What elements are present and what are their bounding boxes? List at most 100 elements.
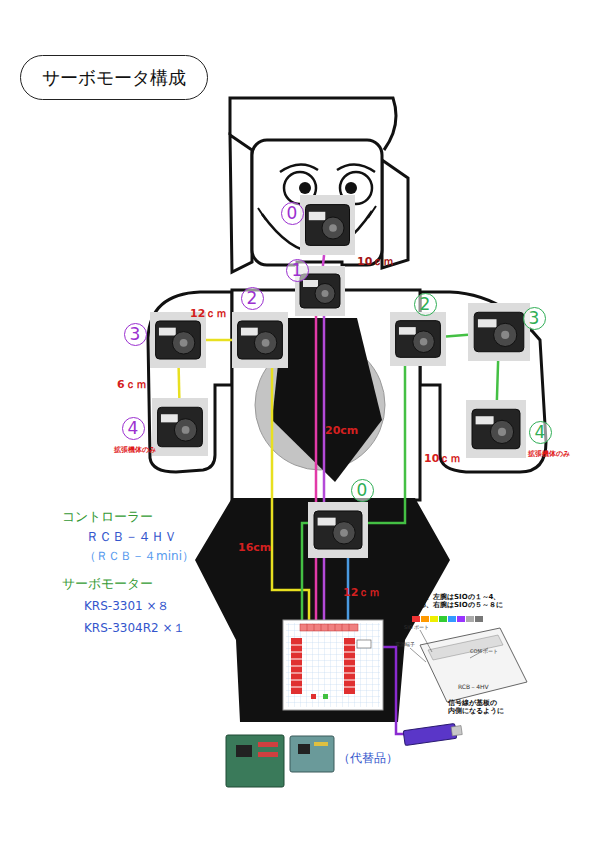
servo-graphic bbox=[390, 312, 446, 366]
board-photo bbox=[226, 735, 284, 787]
board-chip bbox=[236, 745, 252, 757]
page-title: サーボモータ構成 bbox=[20, 55, 208, 100]
board-sketch bbox=[420, 628, 527, 702]
horn-screw bbox=[180, 339, 188, 347]
servo-body bbox=[396, 321, 441, 358]
left-arm bbox=[148, 292, 232, 472]
servo-model: KRS-3301 ×８ bbox=[84, 599, 169, 613]
servo-horn bbox=[172, 332, 194, 354]
servo-body bbox=[314, 511, 362, 549]
servo-body bbox=[158, 407, 203, 446]
servo-body bbox=[306, 205, 350, 246]
servo-graphic bbox=[152, 398, 208, 456]
servo-sticker bbox=[161, 414, 178, 422]
note-text: 拡張機体のみ bbox=[528, 449, 570, 459]
servo-wire bbox=[177, 368, 180, 398]
note-text: （代替品） bbox=[338, 751, 398, 765]
part-name: 電源端子 bbox=[395, 641, 415, 647]
dimension-label: 20cm bbox=[325, 424, 358, 437]
board-pins bbox=[258, 742, 278, 747]
servo-horn bbox=[254, 332, 276, 354]
dimension-label: 12ｃｍ bbox=[343, 586, 380, 599]
right-ear bbox=[382, 160, 408, 268]
servo-horn bbox=[174, 419, 196, 441]
note-text: 拡張機体のみ bbox=[114, 445, 156, 455]
servo-graphic bbox=[468, 303, 530, 361]
wire-sample bbox=[421, 616, 429, 622]
pupil bbox=[345, 182, 357, 194]
horn-screw bbox=[329, 224, 337, 232]
horn-screw bbox=[340, 529, 348, 537]
servo-wire bbox=[497, 361, 498, 400]
servo-motor: 2 bbox=[390, 312, 446, 366]
callout-number: 3 bbox=[124, 323, 147, 346]
board-chip bbox=[298, 744, 310, 754]
servo-graphic bbox=[150, 312, 206, 368]
board-sketch-header bbox=[428, 635, 503, 660]
servo-sticker bbox=[478, 319, 497, 327]
wiring-note: 信号線が基板の 内側になるように bbox=[448, 699, 510, 716]
green-wire bbox=[302, 366, 405, 622]
led bbox=[311, 694, 316, 699]
dimension-label: 16cm bbox=[238, 541, 271, 554]
servo-model: KRS-3304R2 ×１ bbox=[84, 621, 185, 635]
photo-background bbox=[466, 400, 526, 458]
servo-wire bbox=[206, 339, 232, 342]
left-ear bbox=[230, 135, 252, 272]
purple-wire bbox=[323, 300, 326, 622]
servo-body bbox=[156, 321, 201, 359]
dimension-label: 12ｃｍ bbox=[190, 307, 227, 320]
pants bbox=[195, 498, 450, 722]
servo-motor: 1 bbox=[295, 266, 345, 316]
necktie bbox=[272, 318, 382, 482]
servo-wire bbox=[323, 255, 324, 266]
wiring-note: 頭部、左腕はSIOの１～4、 脚部、右腕はSIOの５～８に bbox=[412, 593, 508, 610]
servo-sticker bbox=[159, 328, 176, 336]
callout-number: 2 bbox=[414, 293, 437, 316]
callout-number: 4 bbox=[529, 421, 552, 444]
board-photo bbox=[290, 736, 334, 772]
servo-motor: 3 bbox=[468, 303, 530, 361]
servo-graphic bbox=[308, 502, 368, 558]
dimension-label: 10ｃｍ bbox=[424, 452, 461, 465]
usb-adapter bbox=[403, 723, 463, 746]
wire-sample bbox=[448, 616, 456, 622]
servo-motor: 3 bbox=[150, 312, 206, 368]
servo-body bbox=[300, 274, 340, 308]
servo-horn bbox=[494, 323, 517, 346]
servo-sticker bbox=[241, 328, 258, 336]
horn-screw bbox=[420, 338, 428, 346]
photo-background bbox=[232, 312, 288, 368]
photo-background bbox=[468, 303, 530, 361]
part-name: RCB－4HV bbox=[458, 683, 489, 690]
callout-number: 4 bbox=[122, 417, 145, 440]
horn-screw bbox=[498, 428, 506, 436]
part-name: SIO ポート bbox=[404, 624, 429, 630]
servo-horn bbox=[413, 331, 435, 353]
servo-motor: 4拡張機体のみ bbox=[152, 398, 208, 456]
controller-name: ＲＣＢ－４ＨＶ bbox=[86, 529, 177, 545]
servo-graphic bbox=[232, 312, 288, 368]
wire-sample bbox=[466, 616, 474, 622]
callout-number: 0 bbox=[351, 479, 374, 502]
pin-divider bbox=[307, 624, 349, 631]
pupil bbox=[299, 182, 311, 194]
servo-motor: 4拡張機体のみ bbox=[466, 400, 526, 458]
servo-wire bbox=[446, 335, 468, 337]
servo-motor: 0 bbox=[300, 195, 355, 255]
servo-sticker bbox=[309, 212, 326, 220]
spec-heading: コントローラー bbox=[62, 509, 153, 525]
horn-screw bbox=[262, 339, 270, 347]
servo-body bbox=[238, 321, 283, 359]
servo-sticker bbox=[318, 518, 336, 526]
callout-number: 1 bbox=[286, 259, 309, 282]
photo-background bbox=[152, 398, 208, 456]
servo-sticker bbox=[303, 280, 318, 287]
board-pins bbox=[258, 752, 278, 757]
servo-sticker bbox=[399, 327, 416, 335]
horn-screw bbox=[501, 331, 509, 339]
controller-board bbox=[283, 620, 383, 710]
pin-divider bbox=[291, 645, 355, 687]
servo-body bbox=[474, 312, 524, 351]
